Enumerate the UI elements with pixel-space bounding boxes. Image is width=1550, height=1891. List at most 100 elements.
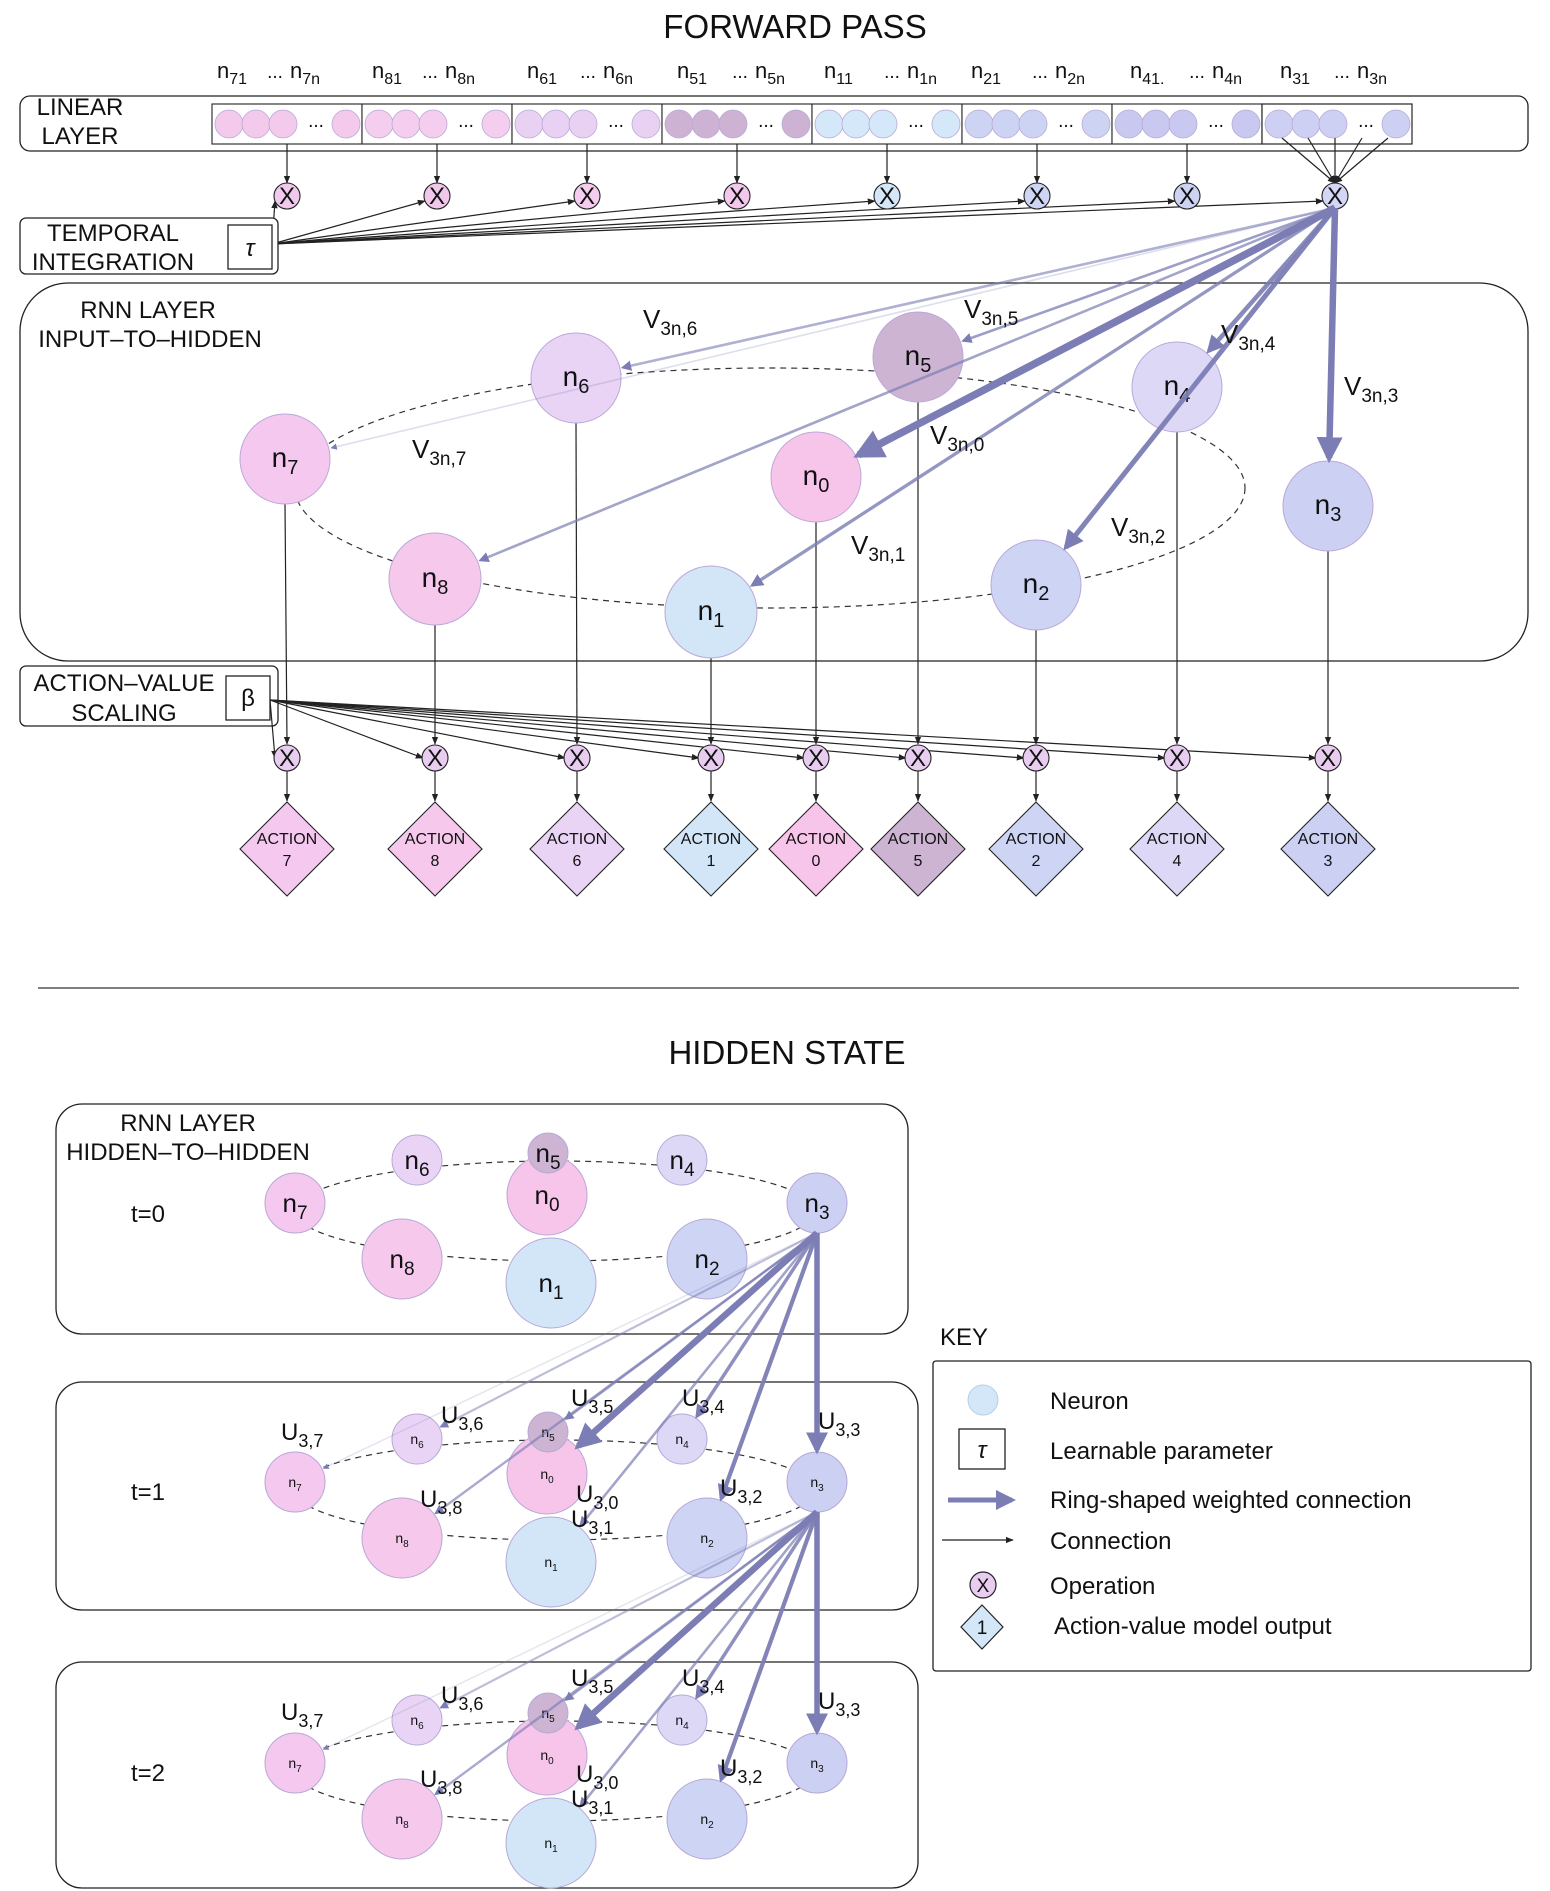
beta-connection: [269, 699, 907, 761]
operation-symbol: X: [729, 183, 745, 210]
operation-node: [273, 182, 301, 210]
time-label-t0: t=0: [131, 1201, 165, 1228]
tau-parameter-box: [227, 224, 273, 270]
linear-neuron: [364, 109, 394, 139]
linear-neuron: [868, 109, 898, 139]
hidden-neuron-8: [361, 1218, 443, 1300]
weighted-connection-to-n6: [620, 206, 1336, 371]
operation-symbol: X: [279, 745, 295, 772]
linear-neuron: [1081, 109, 1111, 139]
hidden-panel-t1: [55, 1381, 919, 1611]
hidden-neuron-5: [527, 1132, 569, 1174]
action-output-7: [239, 801, 335, 897]
linear-neuron: [991, 109, 1021, 139]
operation-symbol: X: [703, 745, 719, 772]
operation-symbol: X: [1028, 745, 1044, 772]
linear-neuron: [841, 109, 871, 139]
linear-layer-frame: [1261, 103, 1413, 145]
u-label-t2-1: U3,6: [441, 1682, 483, 1714]
group-first-label: n31: [1280, 58, 1310, 88]
u-label-t2-3: U3,4: [682, 1665, 724, 1697]
linear-neuron: [1168, 109, 1198, 139]
action-label: ACTION: [257, 831, 317, 848]
key-item-ring-connection: Ring-shaped weighted connection: [1050, 1487, 1412, 1514]
weighted-connection-to-n7: [330, 207, 1336, 450]
operation-symbol: X: [1169, 745, 1185, 772]
rnn-neuron-8: [388, 532, 482, 626]
time-label-t2: t=2: [131, 1760, 165, 1787]
group-last-label: n4n: [1212, 58, 1242, 88]
operation-symbol: X: [808, 745, 824, 772]
beta-connection: [269, 699, 1025, 761]
action-number: 0: [812, 853, 821, 870]
linear-ellipsis: ...: [1058, 111, 1074, 132]
linear-neuron: [1231, 109, 1261, 139]
group-ellipsis: ...: [1189, 62, 1205, 83]
action-number: 7: [283, 853, 292, 870]
key-item-operation: Operation: [1050, 1573, 1155, 1600]
group-ellipsis: ...: [732, 62, 748, 83]
u-label-t1-2: U3,5: [571, 1385, 613, 1417]
hidden-neuron-8: [361, 1497, 443, 1579]
weighted-connection-to-n2: [1063, 206, 1337, 551]
group-first-label: n61: [527, 58, 557, 88]
action-number: 4: [1173, 853, 1182, 870]
key-item-connection: Connection: [1050, 1528, 1171, 1555]
connection-arrow: [1334, 137, 1363, 184]
action-label: ACTION: [786, 831, 846, 848]
recurrent-connection-to-n1: [579, 1232, 819, 1528]
temporal-integration-panel: [19, 217, 279, 275]
action-number: 3: [1324, 853, 1333, 870]
group-first-label: n41.: [1130, 58, 1165, 88]
recurrent-connection-to-n8: [434, 1232, 818, 1515]
linear-neuron: [568, 109, 598, 139]
linear-ellipsis: ...: [908, 111, 924, 132]
action-label: ACTION: [1006, 831, 1066, 848]
key-learnable-parameter-icon: [958, 1428, 1006, 1470]
group-first-label: n81: [372, 58, 402, 88]
operation-symbol: X: [1320, 745, 1336, 772]
weighted-connection-to-n5: [961, 206, 1336, 343]
linear-layer-neuron-groups: ........................: [211, 103, 1413, 145]
linear-neuron: [964, 109, 994, 139]
group-first-label: n71: [217, 58, 247, 88]
tau-connection: [271, 198, 1026, 245]
forward-pass-title: FORWARD PASS: [663, 8, 926, 45]
hidden-panel-t2: [55, 1661, 919, 1889]
action-number: 8: [431, 853, 440, 870]
key-item-output: Action-value model output: [1054, 1613, 1332, 1640]
linear-layer-label-line1: LINEAR: [37, 94, 124, 121]
rnn-neuron-6: [530, 332, 622, 424]
linear-neuron: [391, 109, 421, 139]
group-last-label: n3n: [1357, 58, 1387, 88]
weighted-connection-to-n0: [853, 204, 1337, 459]
linear-ellipsis: ...: [608, 111, 624, 132]
key-operation-symbol: X: [977, 1576, 990, 1597]
action-number: 6: [573, 853, 582, 870]
beta-connection: [269, 699, 1166, 761]
beta-symbol: β: [241, 685, 255, 712]
linear-neuron: [664, 109, 694, 139]
group-last-label: n7n: [290, 58, 320, 88]
operation-node: [423, 182, 451, 210]
operation-symbol: X: [569, 745, 585, 772]
linear-neuron: [331, 109, 361, 139]
weighted-connection-to-n1: [749, 206, 1336, 587]
time-label-t1: t=1: [131, 1479, 165, 1506]
linear-neuron: [268, 109, 298, 139]
neuron-to-operation: [573, 422, 581, 745]
group-ellipsis: ...: [1334, 62, 1350, 83]
action-value-scaling-panel: [19, 665, 279, 727]
linear-neuron: [1114, 109, 1144, 139]
linear-neuron: [931, 109, 961, 139]
recurrent-connection-to-n0: [574, 1509, 820, 1731]
group-ellipsis: ...: [422, 62, 438, 83]
operation-symbol: X: [879, 183, 895, 210]
hidden-neuron-4: [656, 1694, 708, 1746]
tau-connection: [271, 198, 1176, 245]
neuron-to-operation: [283, 503, 291, 745]
group-last-label: n5n: [755, 58, 785, 88]
hidden-neuron-1: [505, 1797, 597, 1889]
linear-neuron: [1291, 109, 1321, 139]
